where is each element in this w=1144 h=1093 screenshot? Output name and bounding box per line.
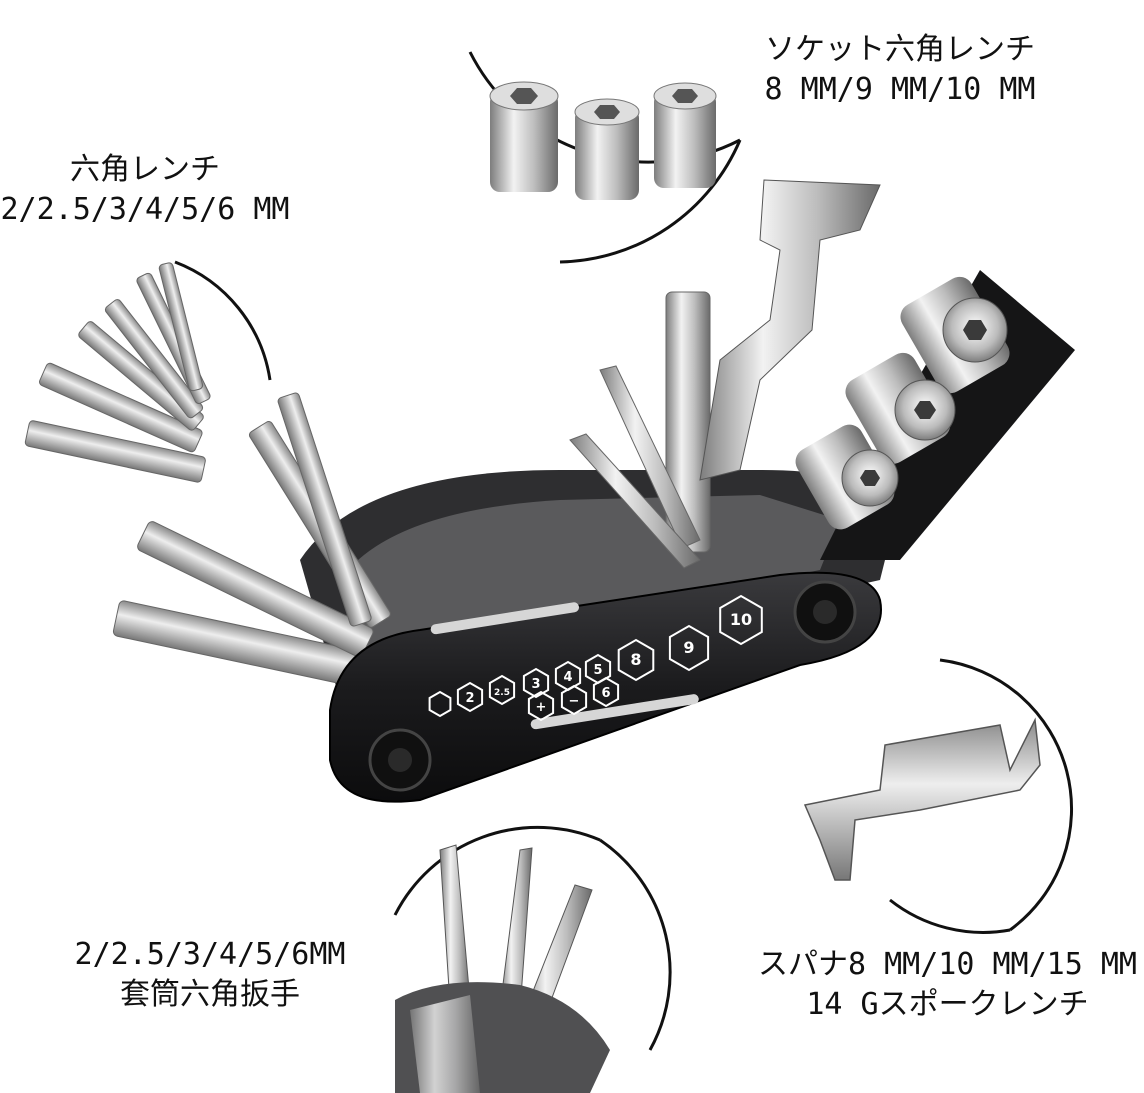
body-size-markings: 2 2.5 3 4 5 8 9 10 + − 6 [428,594,763,722]
tool-front-body [329,571,882,803]
marking-row1-hex-6 [668,624,710,672]
marking-row1-size-label-1: 2.5 [494,688,510,698]
hex-label-sizes: 2/2.5/3/4/5/6 MM [0,192,290,227]
marking-row1-size-label-4: 5 [593,663,602,678]
hex-circle-arc [174,260,272,381]
socket-label-sizes: 8 MM/9 MM/10 MM [764,72,1036,107]
socket-callout [468,51,742,264]
marking-row1-hex-7 [719,594,763,646]
nut-label-title: 套筒六角扳手 [120,977,300,1012]
spanner-label-title: スパナ8 MM/10 MM/15 MM [758,947,1137,982]
nut-label: 2/2.5/3/4/5/6MM 套筒六角扳手 [60,935,360,1015]
spanner-callout [803,658,1074,934]
marking-row1-hex-0 [456,681,484,713]
marking-row1-hex-1 [488,674,516,706]
socket-9mm [574,98,640,200]
socket-10mm [653,82,717,188]
tool-callout [393,825,672,1093]
marking-row2-hex-2 [592,676,620,708]
socket-label-title: ソケット六角レンチ [765,32,1035,67]
marking-row2-size-label-1: − [569,694,580,709]
rivet-left [368,728,432,792]
marking-blank-hex [428,690,452,718]
hex-label: 六角レンチ 2/2.5/3/4/5/6 MM [0,150,290,230]
socket-label: ソケット六角レンチ 8 MM/9 MM/10 MM [735,30,1065,110]
marking-row1-size-label-7: 10 [730,610,752,629]
hex-label-title: 六角レンチ [70,152,220,187]
marking-row2-hex-1 [560,684,588,716]
marking-row1-size-label-2: 3 [531,677,540,692]
marking-row1-size-label-3: 4 [563,670,572,685]
nut-label-sizes: 2/2.5/3/4/5/6MM [74,937,346,972]
marking-row2-size-label-0: + [536,700,547,715]
spanner-label: スパナ8 MM/10 MM/15 MM 14 Gスポークレンチ [755,945,1140,1025]
marking-row1-size-label-5: 8 [630,650,641,669]
marking-row1-hex-5 [617,638,655,682]
spanner-circle-arc [939,658,1074,932]
rivet-right [793,580,857,644]
marking-row1-size-label-0: 2 [465,691,474,706]
tool-circle-arc [393,825,601,916]
marking-row2-hex-0 [527,690,555,722]
hex-callout [24,260,272,483]
marking-row1-hex-2 [522,667,550,699]
spoke-wrench-arm [699,179,881,481]
arm-sockets [795,276,1010,530]
main-tool: 2 2.5 3 4 5 8 9 10 + − 6 [112,179,1075,803]
spanner-wrench-image [803,717,1041,881]
marking-row2-size-label-2: 6 [601,686,610,701]
socket-8mm [489,81,559,192]
marking-row1-size-label-6: 9 [683,638,694,657]
spanner-label-sizes: 14 Gスポークレンチ [806,987,1089,1022]
